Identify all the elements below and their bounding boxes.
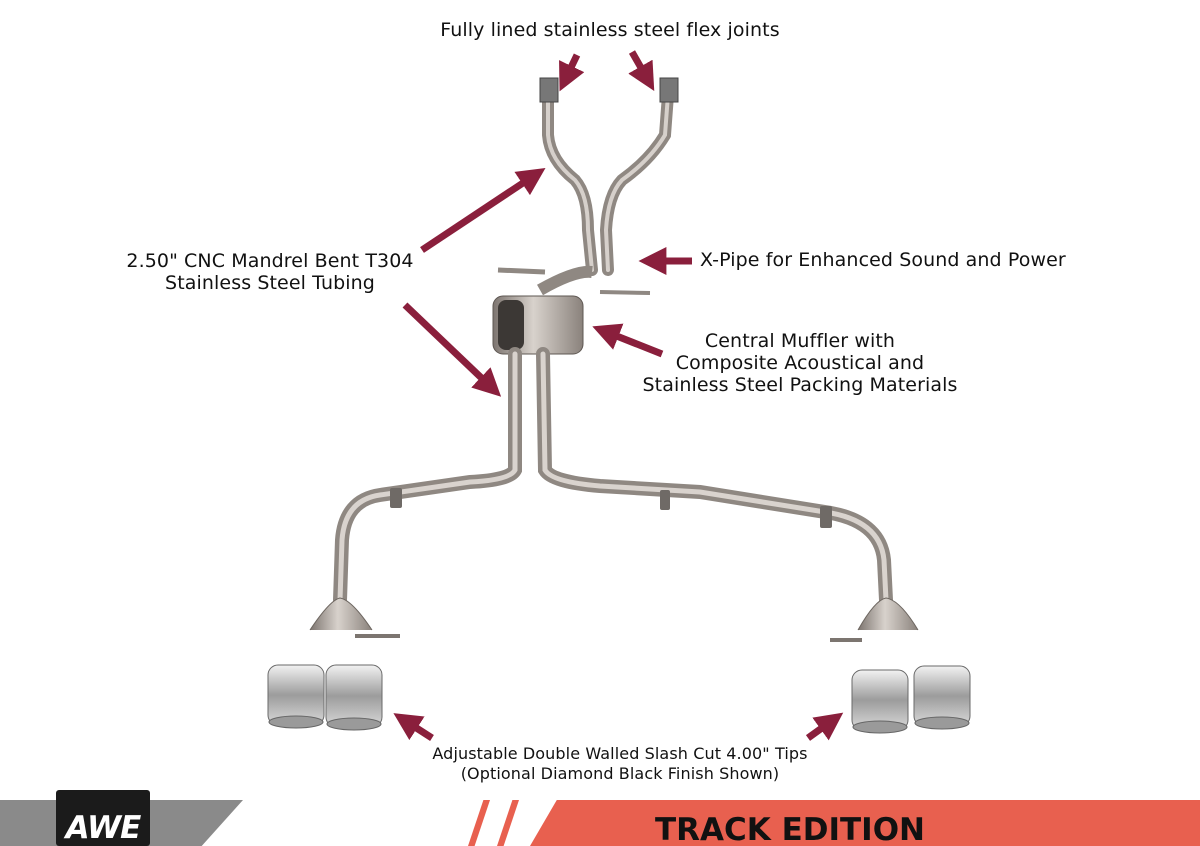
- tubing-label: 2.50" CNC Mandrel Bent T304 Stainless St…: [120, 250, 420, 294]
- flex-joint-right: [659, 77, 679, 103]
- awe-logo-text: AWE: [65, 810, 142, 846]
- arrow-tips-right: [805, 712, 844, 741]
- awe-logo: [56, 790, 150, 846]
- flex-joint-left: [539, 77, 559, 103]
- footer-stripe: [497, 800, 519, 846]
- muffler-label: Central Muffler with Composite Acoustica…: [640, 330, 960, 396]
- x-pipe-label: X-Pipe for Enhanced Sound and Power: [700, 249, 1066, 271]
- arrow-tubing-lower: [402, 302, 502, 397]
- central-muffler: [492, 265, 593, 355]
- arrow-flex-joint-left: [559, 53, 585, 92]
- banner-title: TRACK EDITION EXHAUST: [655, 812, 925, 846]
- arrow-flex-joint-right: [628, 50, 655, 91]
- footer-banner: [530, 800, 1200, 846]
- arrow-tubing-upper: [420, 168, 546, 253]
- muffler-label-line-2: Composite Acoustical and: [675, 352, 925, 374]
- tips-label: Adjustable Double Walled Slash Cut 4.00"…: [420, 744, 820, 784]
- right-tips: [830, 597, 971, 734]
- left-tips: [267, 597, 400, 731]
- footer-stripe: [468, 800, 490, 846]
- muffler-label-line-1: Central Muffler with: [704, 330, 896, 352]
- exhaust-system-illustration: [267, 50, 971, 741]
- arrow-muffler: [592, 323, 664, 358]
- tubing-label-line-1: 2.50" CNC Mandrel Bent T304: [126, 250, 414, 272]
- tubing-label-line-2: Stainless Steel Tubing: [165, 272, 375, 294]
- tips-label-line-2: (Optional Diamond Black Finish Shown): [460, 764, 780, 783]
- muffler-label-line-3: Stainless Steel Packing Materials: [642, 374, 958, 396]
- arrow-tips-left: [393, 713, 434, 741]
- flex-joints-label: Fully lined stainless steel flex joints: [440, 19, 780, 41]
- tips-label-line-1: Adjustable Double Walled Slash Cut 4.00"…: [432, 744, 808, 763]
